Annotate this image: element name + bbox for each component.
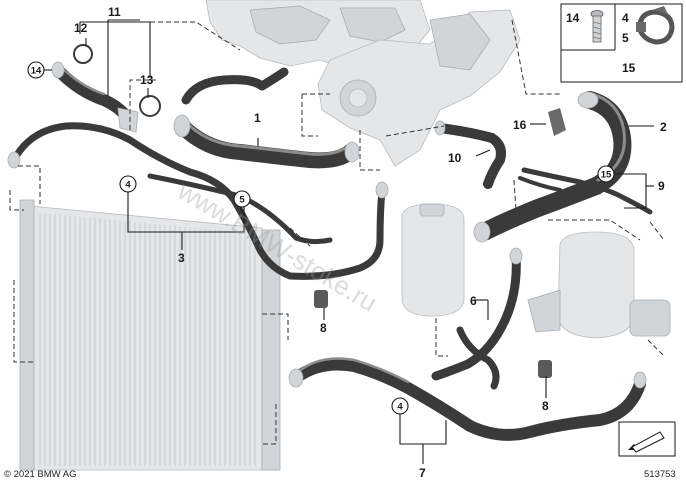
clamp-8-right: [538, 360, 552, 378]
callout-7: 7: [419, 466, 426, 480]
callout-8-left: 8: [320, 321, 327, 335]
copyright-notice: © 2021 BMW AG: [4, 469, 76, 480]
callout-10: 10: [448, 151, 462, 165]
dashed-reference-lines: [9, 19, 665, 445]
callout-1: 1: [254, 111, 261, 125]
svg-text:4: 4: [125, 180, 131, 191]
hose-11: [51, 44, 161, 133]
legend-label-14: 14: [566, 11, 580, 25]
svg-text:14: 14: [31, 66, 42, 77]
circled-callout-15: 15: [597, 165, 615, 183]
hose-7: [288, 357, 647, 441]
circled-callout-14: 14: [27, 61, 45, 79]
callout-6: 6: [470, 294, 477, 308]
callout-11: 11: [108, 5, 121, 19]
bracket-16: [548, 108, 566, 136]
callout-16: 16: [513, 118, 527, 132]
callout-12: 12: [74, 21, 88, 35]
leader-lines: [44, 19, 654, 464]
parts-legend-box: 14 4 5 15: [560, 3, 683, 83]
callout-labels: 1 2 3 6 7 8 8 9 10 11 12 13 16 14 4 5 15: [27, 5, 667, 480]
legend-label-15: 15: [622, 61, 636, 75]
legend-label-4: 4: [622, 11, 629, 25]
circled-callout-5: 5: [233, 190, 251, 208]
screw-icon: [590, 10, 604, 43]
direction-arrow-box: [618, 421, 676, 457]
expansion-tank-ghost: [401, 203, 465, 317]
engine-block-ghost: [205, 0, 431, 71]
hose-6: [431, 247, 523, 390]
circled-callout-4-lower: 4: [391, 397, 409, 415]
hose-clamp-icon: [636, 6, 675, 45]
expansion-tank-2-ghost: [527, 231, 671, 339]
svg-text:15: 15: [601, 170, 612, 181]
callout-2: 2: [660, 120, 667, 134]
diagram-number: 513753: [644, 469, 676, 480]
water-pump-ghost: [317, 9, 521, 167]
clamp-8-left: [314, 290, 328, 308]
legend-label-5: 5: [622, 31, 629, 45]
front-direction-arrow-icon: [628, 431, 665, 453]
svg-text:5: 5: [239, 195, 245, 206]
callout-8-right: 8: [542, 399, 549, 413]
circled-callout-4-upper: 4: [119, 175, 137, 193]
callout-9: 9: [658, 179, 665, 193]
callout-13: 13: [140, 73, 154, 87]
svg-text:4: 4: [397, 402, 403, 413]
hose-9: [518, 167, 653, 215]
hose-10: [434, 120, 506, 189]
hose-1: [173, 67, 360, 169]
radiator-ghost: [19, 199, 281, 471]
callout-3: 3: [178, 251, 185, 265]
